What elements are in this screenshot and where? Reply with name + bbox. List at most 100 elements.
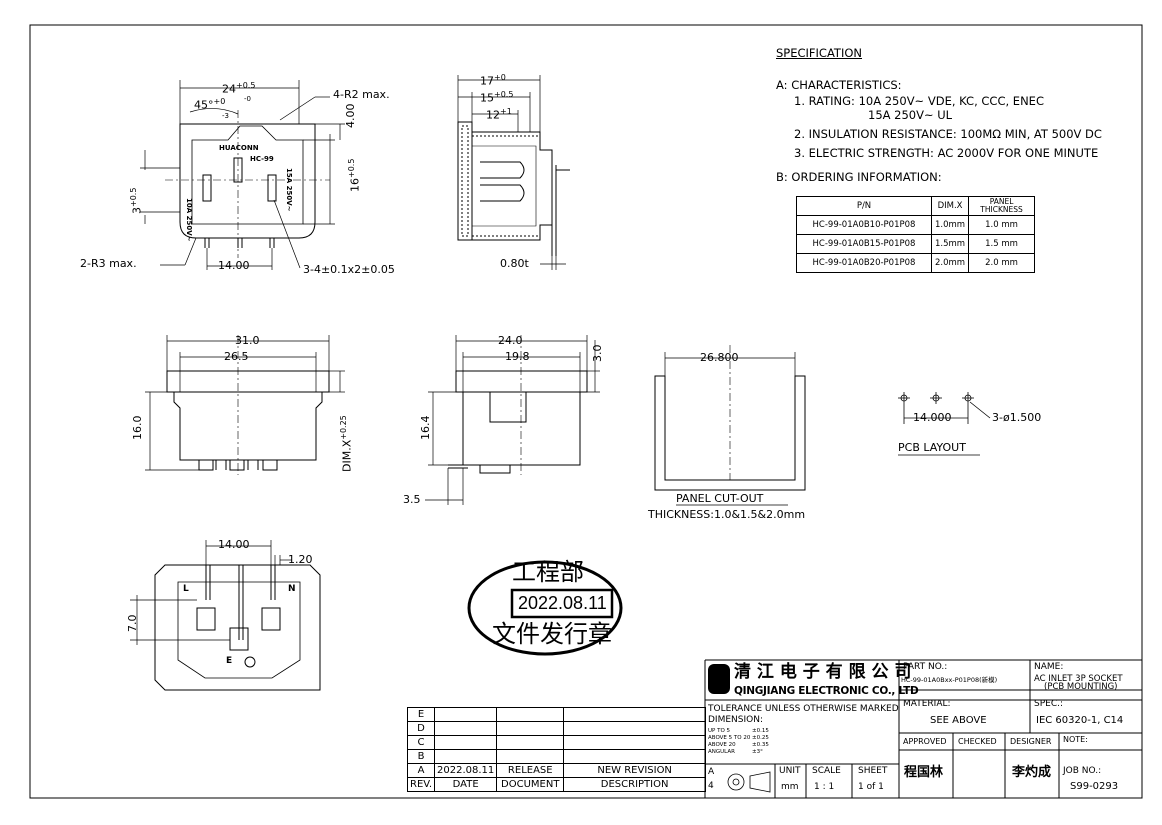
table-row: HC-99-01A0B15-P01P08 1.5mm 1.5 mm: [796, 234, 1035, 254]
part-no-label: PART NO.:: [903, 662, 948, 672]
rev-letter: C: [407, 735, 435, 750]
front-view-dims: [145, 335, 345, 471]
dim-side-15: 15+0.5: [480, 90, 514, 105]
tolerance-table: UP TO 5±0.15 ABOVE 5 TO 20±0.25 ABOVE 20…: [708, 728, 769, 755]
table-row: B: [407, 749, 706, 764]
material-value: SEE ABOVE: [930, 715, 987, 726]
table-row: A 2022.08.11 RELEASE NEW REVISION: [407, 763, 706, 778]
dim-side2-164: 16.4: [419, 415, 432, 441]
ordering-header-row: P/N DIM.X PANEL THICKNESS: [796, 196, 1035, 216]
approved-label: APPROVED: [903, 737, 947, 746]
cutout-thickness: THICKNESS:1.0&1.5&2.0mm: [648, 508, 806, 521]
spec-a1b: 15A 250V~ UL: [868, 108, 953, 122]
table-row: HC-99-01A0B20-P01P08 2.0mm 2.0 mm: [796, 253, 1035, 273]
spec-a: A: CHARACTERISTICS:: [776, 78, 902, 92]
ordering-cell: 1.5 mm: [968, 234, 1035, 254]
side-view2-dims: [425, 335, 600, 505]
revision-table: E D C B A 2022.08.11 RELEASE NEW REVISIO…: [407, 707, 706, 792]
spec-title: SPECIFICATION: [776, 46, 863, 60]
stamp-date-box: [510, 588, 614, 619]
dim-side2-35: 3.5: [403, 493, 421, 506]
table-header-row: REV. DATE DOCUMENT DESCRIPTION: [407, 777, 706, 792]
pin-label-l: L: [183, 584, 189, 594]
dim-front-16: 16.0: [131, 415, 144, 441]
name-value: AC INLET 3P SOCKET: [1034, 674, 1123, 684]
dim-top-16: 16+0.5: [347, 158, 362, 192]
designer-label: DESIGNER: [1010, 737, 1052, 746]
sheet-label: SHEET: [858, 766, 888, 776]
front-view-outline: [166, 335, 330, 475]
sheet-value: 1 of 1: [858, 782, 884, 792]
top-view-outline: [165, 110, 330, 258]
rev-letter: E: [407, 707, 435, 722]
dim-front-265: 26.5: [224, 350, 249, 363]
pin-label-e: E: [226, 656, 233, 666]
spec-b: B: ORDERING INFORMATION:: [776, 170, 942, 184]
marking-left: 10A 250V~: [185, 198, 193, 242]
bottom-view-outline: [154, 564, 321, 691]
side-view-outline: [457, 121, 570, 256]
rev-letter: A: [407, 763, 435, 778]
dim-side-17: 17+0: [480, 73, 506, 88]
dim-top-4: 4.00: [344, 103, 357, 129]
rev-header: DATE: [433, 777, 498, 792]
pcb-layout: [898, 392, 991, 456]
rev-letter: B: [407, 749, 435, 764]
dim-bottom-120: 1.20: [288, 553, 313, 566]
rev-header: DESCRIPTION: [563, 777, 706, 792]
dim-top-3: 3+0.5: [129, 187, 144, 214]
spec-a2: 2. INSULATION RESISTANCE: 100MΩ MIN, AT …: [794, 127, 1102, 141]
panel-cutout-outline: [654, 345, 806, 506]
ordering-cell: HC-99-01A0B15-P01P08: [796, 234, 932, 254]
ordering-cell: 2.0 mm: [968, 253, 1035, 273]
spec-a3: 3. ELECTRIC STRENGTH: AC 2000V FOR ONE M…: [794, 146, 1099, 160]
ordering-cell: HC-99-01A0B10-P01P08: [796, 215, 932, 235]
designer-name: 李灼成: [1012, 765, 1052, 780]
scale-label: SCALE: [812, 766, 841, 776]
scale-value: 1 : 1: [814, 782, 835, 792]
checked-label: CHECKED: [958, 737, 997, 746]
unit-label: UNIT: [779, 766, 801, 776]
dim-cutout-width: 26.800: [700, 351, 739, 364]
ordering-header: P/N: [796, 196, 932, 216]
top-view-dims: [140, 80, 345, 270]
marking-right: 15A 250V~: [285, 168, 293, 212]
dim-top-width: 24+0.5: [222, 81, 256, 96]
unit-value: mm: [781, 782, 799, 792]
ordering-cell: 1.0 mm: [968, 215, 1035, 235]
note-radius-bottom: 2-R3 max.: [80, 257, 137, 270]
ordering-cell: 1.0mm: [930, 215, 970, 235]
job-no-label: JOB NO.:: [1063, 766, 1102, 776]
note-label: NOTE:: [1063, 735, 1088, 744]
cutout-title: PANEL CUT-OUT: [676, 492, 764, 505]
pin-label-n: N: [288, 584, 296, 594]
dim-top-angle: 45°+0: [194, 97, 226, 112]
dim-side2-24: 24.0: [498, 334, 523, 347]
ordering-cell: 1.5mm: [930, 234, 970, 254]
projection-symbol: [727, 771, 771, 793]
dim-front-31: 31.0: [235, 334, 260, 347]
ordering-cell: 2.0mm: [930, 253, 970, 273]
name-label: NAME:: [1034, 662, 1064, 672]
dim-bottom-7: 7.0: [126, 614, 139, 633]
name-value-2: (PCB MOUNTING): [1044, 682, 1118, 692]
dim-side-thickness: 0.80t: [500, 257, 529, 270]
rev-header: DOCUMENT: [496, 777, 565, 792]
stamp-dept: 工程部: [512, 558, 584, 586]
table-row: D: [407, 721, 706, 736]
tolerance-note: TOLERANCE UNLESS OTHERWISE MARKED: [708, 704, 899, 714]
company-logo: [708, 664, 730, 694]
dim-top-width-lower: -0: [244, 95, 251, 103]
dim-top-angle-lower: -3: [222, 112, 229, 120]
rev-header: REV.: [407, 777, 435, 792]
spec-a1: 1. RATING: 10A 250V~ VDE, KC, CCC, ENEC: [794, 94, 1044, 108]
note-pins: 3-4±0.1x2±0.05: [303, 263, 395, 276]
job-no-value: S99-0293: [1070, 781, 1119, 792]
sheet-border: [29, 24, 1143, 799]
side-view-dims: [457, 75, 566, 270]
spec-value: IEC 60320-1, C14: [1036, 715, 1124, 726]
rev-letter: D: [407, 721, 435, 736]
ordering-cell: HC-99-01A0B20-P01P08: [796, 253, 932, 273]
